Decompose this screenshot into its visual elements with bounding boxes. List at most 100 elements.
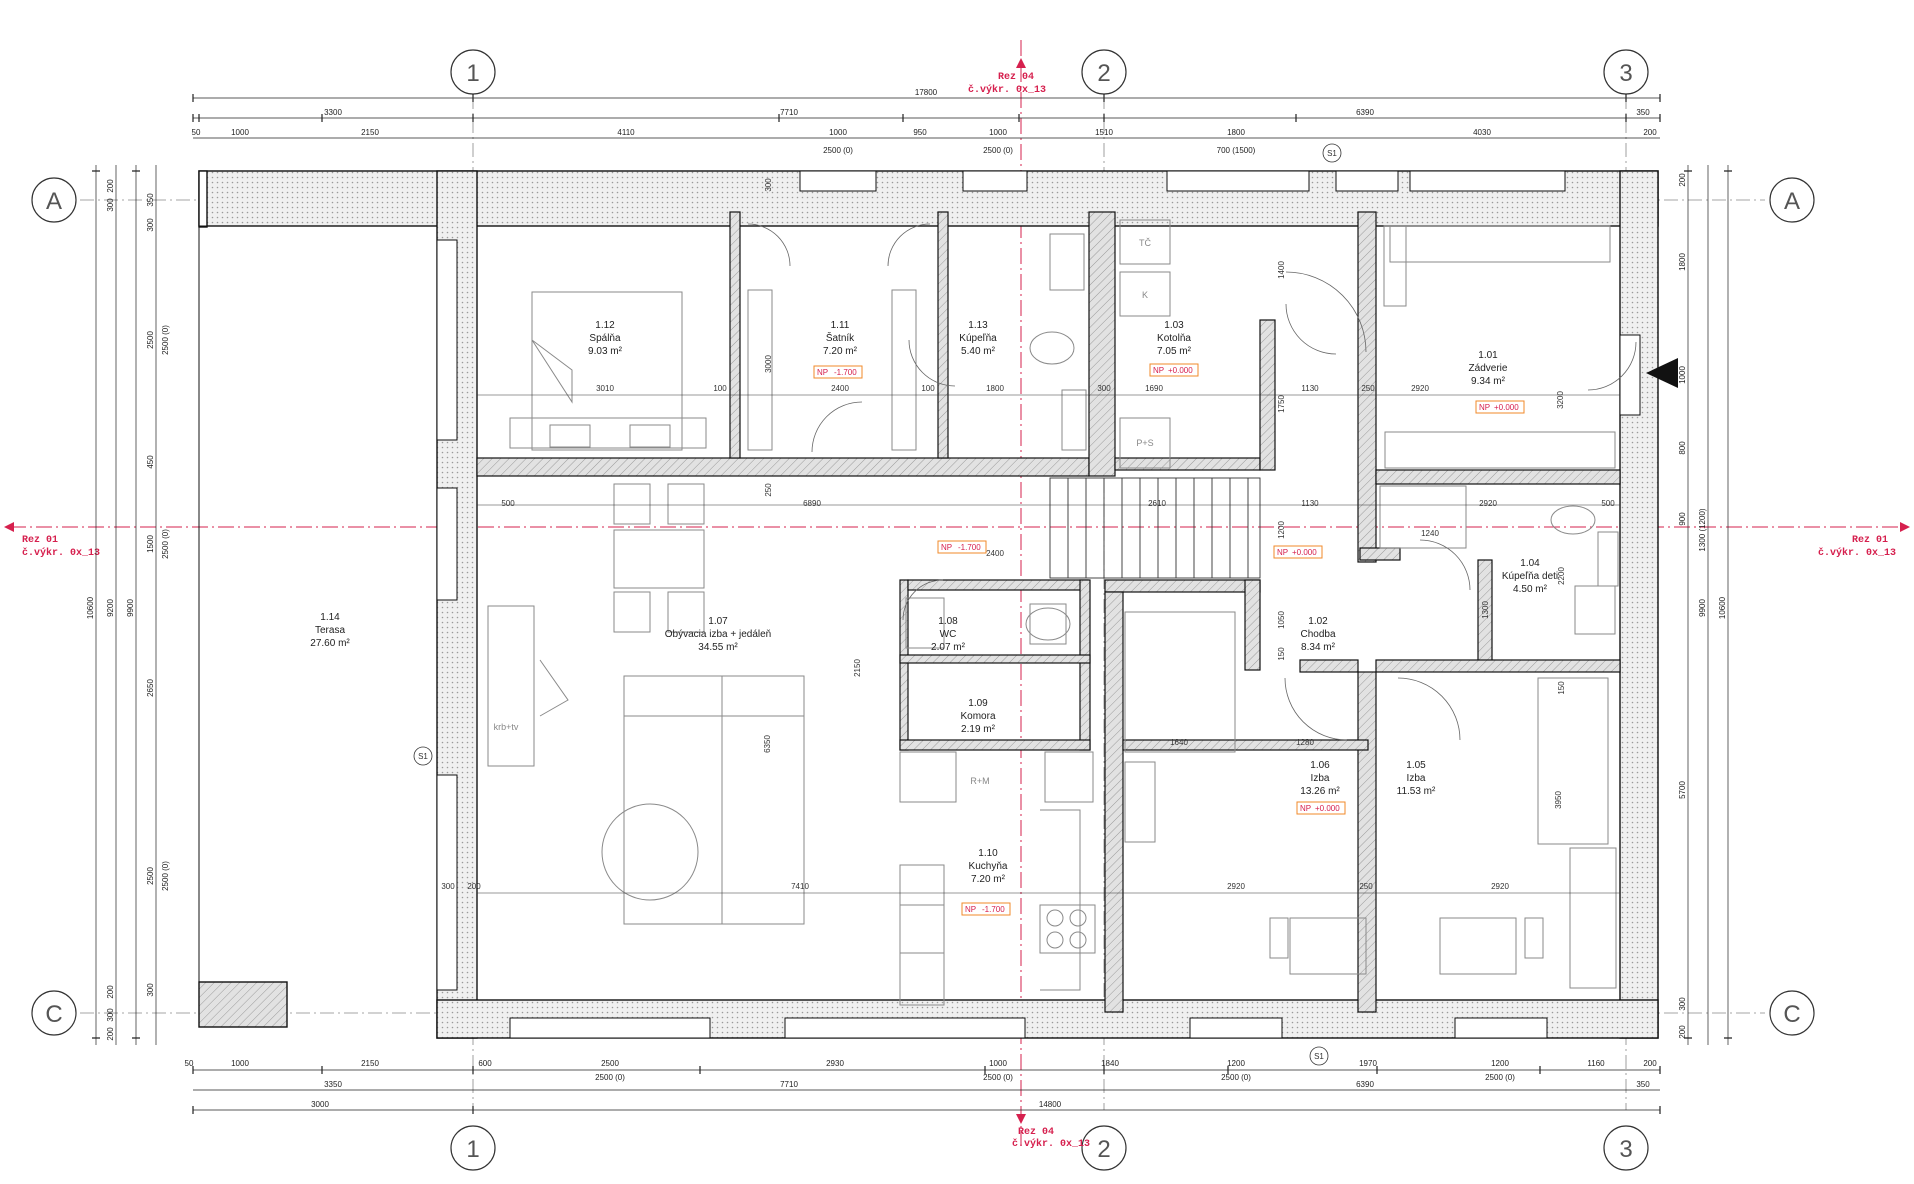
dim-int-5: 300 (1097, 384, 1111, 393)
svg-text:NP: NP (1479, 403, 1490, 412)
dim-right-mid-0: 9900 (1698, 599, 1707, 617)
dim-bottom-l1-4: 2500 (601, 1059, 619, 1068)
dim-int-17: 500 (501, 499, 515, 508)
room-1-13: 1.13 Kúpeľňa 5.40 m² (959, 320, 997, 357)
svg-text:Šatník: Šatník (826, 331, 855, 344)
s1-marker-top: S1 (1327, 149, 1337, 158)
dim-top-l4-1: 2500 (0) (983, 146, 1013, 155)
section-ref-right: č.výkr. 0x_13 (1818, 547, 1896, 559)
svg-text:WC: WC (940, 629, 957, 640)
dim-bottom-l3-3: 350 (1636, 1080, 1650, 1089)
dim-bottom-total-1: 14800 (1039, 1100, 1062, 1109)
dim-bottom-l2-2: 2500 (0) (1221, 1073, 1251, 1082)
dim-int-37: 250 (764, 483, 773, 497)
grid-col-3-top: 3 (1619, 60, 1632, 87)
svg-text:2.19 m²: 2.19 m² (961, 724, 996, 735)
dim-bottom-l1-11: 1160 (1587, 1059, 1605, 1068)
dim-left-inner-6: 1500 (146, 535, 155, 553)
svg-text:1.11: 1.11 (831, 320, 850, 331)
dim-int-32: 2200 (1557, 567, 1566, 585)
room-labels: 1.12 Spálňa 9.03 m² 1.11 Šatník 7.20 m² … (310, 320, 1558, 885)
dim-bottom-l1-1: 1000 (231, 1059, 249, 1068)
section-arrow-bottom (1016, 1114, 1026, 1124)
svg-text:NP: NP (965, 905, 976, 914)
level-tag-1-01: NP +0.000 (1475, 400, 1525, 414)
dim-top-l3-1: 1000 (231, 128, 249, 137)
dim-int-18: 2400 (986, 549, 1004, 558)
dim-top-l3-0: 50 (192, 128, 201, 137)
dim-bottom-l3-2: 6390 (1356, 1080, 1374, 1089)
grid-row-c-left: C (45, 1001, 62, 1028)
dim-right-inner-4: 900 (1678, 512, 1687, 526)
dim-bottom-l1-12: 200 (1643, 1059, 1657, 1068)
dim-int-33: 150 (1277, 647, 1286, 661)
dim-int-31: 1300 (1481, 601, 1490, 619)
dimension-ticks (92, 94, 1732, 1114)
room-1-12: 1.12 Spálňa 9.03 m² (588, 320, 623, 357)
grid-col-2-top: 2 (1097, 60, 1110, 87)
room-1-06: 1.06 Izba 13.26 m² (1300, 760, 1340, 797)
grid-row-c-right: C (1783, 1001, 1800, 1028)
equipment-fridge: R+M (970, 776, 989, 786)
dim-int-9: 2920 (1411, 384, 1429, 393)
dim-bottom-l2-1: 2500 (0) (983, 1073, 1013, 1082)
dim-int-34: 150 (1557, 681, 1566, 695)
dim-int-30: 1050 (1277, 611, 1286, 629)
section-ref-top: č.výkr. 0x_13 (968, 84, 1046, 96)
svg-text:Izba: Izba (1407, 773, 1426, 784)
grid-row-a-left: A (46, 188, 62, 215)
svg-text:2.07 m²: 2.07 m² (931, 642, 966, 653)
dim-int-36: 3000 (764, 355, 773, 373)
room-1-07: 1.07 Obývacia izba + jedáleň 34.55 m² (665, 616, 771, 653)
grid-col-2-bottom: 2 (1097, 1136, 1110, 1163)
dim-left-inner-8: 2500 (146, 867, 155, 885)
svg-text:1.04: 1.04 (1520, 558, 1540, 569)
svg-text:-1.700: -1.700 (958, 543, 981, 552)
svg-text:+0.000: +0.000 (1292, 548, 1317, 557)
room-1-03: 1.03 Kotolňa 7.05 m² (1157, 320, 1192, 357)
dim-int-8: 250 (1361, 384, 1375, 393)
dim-bottom-l1-10: 1200 (1491, 1059, 1509, 1068)
dim-top-l3-10: 200 (1643, 128, 1657, 137)
section-label-right: Rez 01 (1852, 535, 1888, 546)
dim-right-inner-6: 200 (1678, 1025, 1687, 1039)
dim-bottom-l3-1: 7710 (780, 1080, 798, 1089)
dim-top-l2-1: 7710 (780, 108, 798, 117)
svg-text:9.03 m²: 9.03 m² (588, 346, 623, 357)
section-arrow-left (4, 522, 14, 532)
dimension-lines (95, 97, 1729, 1111)
dim-top-l3-4: 1000 (829, 128, 847, 137)
svg-text:Kotolňa: Kotolňa (1157, 333, 1191, 344)
svg-text:+0.000: +0.000 (1494, 403, 1519, 412)
svg-text:27.60 m²: 27.60 m² (310, 638, 350, 649)
dim-int-0: 3010 (596, 384, 614, 393)
dim-bottom-l3-0: 3350 (324, 1080, 342, 1089)
dim-left-9900: 9900 (126, 599, 135, 617)
room-1-11: 1.11 Šatník 7.20 m² (823, 320, 858, 357)
svg-text:34.55 m²: 34.55 m² (698, 642, 738, 653)
room-1-01: 1.01 Zádverie 9.34 m² (1469, 350, 1508, 387)
svg-text:NP: NP (1153, 366, 1164, 375)
dim-int-13: 2610 (1148, 499, 1166, 508)
dim-bottom-l1-7: 1840 (1101, 1059, 1119, 1068)
inner-dims (477, 394, 1620, 894)
equipment-washer-dryer: P+S (1136, 438, 1153, 448)
entrance-arrow-icon (1646, 358, 1678, 388)
dim-top-l4-2: 700 (1500) (1217, 146, 1256, 155)
section-label-top: Rez 04 (998, 72, 1034, 83)
svg-text:7.05 m²: 7.05 m² (1157, 346, 1192, 357)
level-tag-1-06: NP +0.000 (1296, 801, 1346, 815)
dim-int-29: 1200 (1277, 521, 1286, 539)
svg-text:1.12: 1.12 (595, 320, 615, 331)
equipment-heat-pump: TČ (1139, 238, 1151, 248)
dim-bottom-l1-3: 600 (478, 1059, 492, 1068)
svg-text:5.40 m²: 5.40 m² (961, 346, 996, 357)
equipment-fireplace: krb+tv (494, 722, 519, 732)
svg-text:Kúpeľňa: Kúpeľňa (959, 333, 997, 344)
svg-text:Obývacia izba + jedáleň: Obývacia izba + jedáleň (665, 629, 771, 640)
dim-int-10: 3200 (1556, 391, 1565, 409)
s1-marker-left: S1 (418, 752, 428, 761)
svg-text:1.10: 1.10 (978, 848, 998, 859)
s1-markers (413, 143, 1342, 1066)
